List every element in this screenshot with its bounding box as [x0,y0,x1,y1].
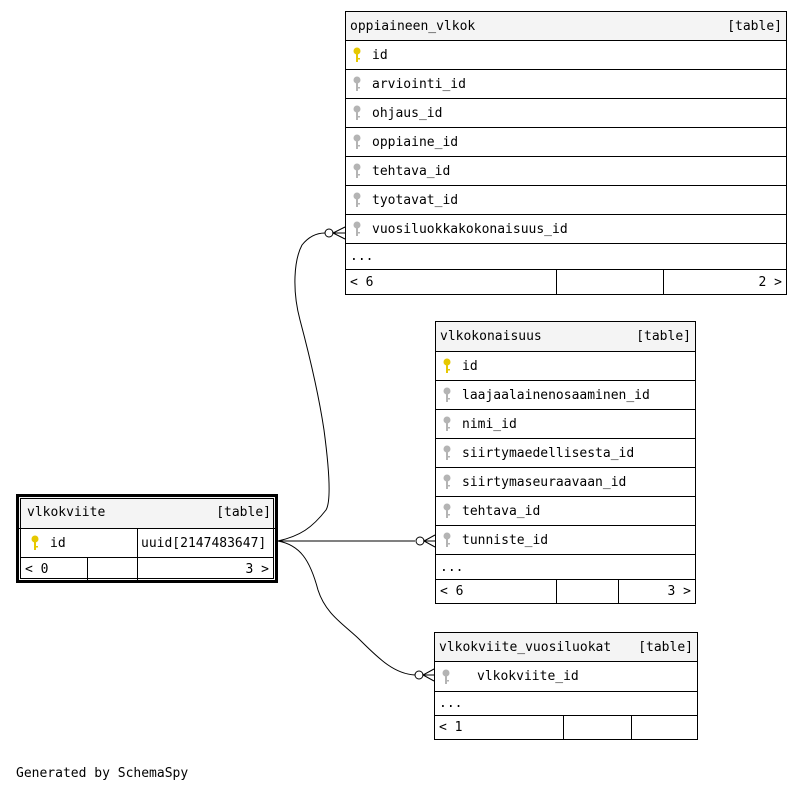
table-name: vlkokviite_vuosiluokat [439,639,612,655]
parents-count[interactable]: < 1 [439,720,463,735]
foreign-key-icon [443,532,451,547]
children-count[interactable]: 3 > [137,558,273,580]
column-row-nimi-id[interactable]: nimi_id [436,410,695,439]
foreign-key-icon [353,221,361,236]
column-name: tunniste_id [462,532,549,548]
more-columns: ... [346,244,786,270]
foreign-key-icon [353,163,361,178]
children-count [631,716,697,739]
rows-count [563,716,631,739]
more-columns: ... [436,555,695,580]
column-name: siirtymaedellisesta_id [462,445,635,461]
children-count[interactable]: 3 > [618,580,695,603]
column-row-arviointi-id[interactable]: arviointi_id [346,70,786,99]
column-name: id [372,47,388,63]
more-columns: ... [435,692,697,716]
foreign-key-icon [353,192,361,207]
column-row-id[interactable]: id [346,41,786,70]
table-footer: < 6 3 > [436,580,695,603]
primary-key-icon [353,47,361,62]
column-row-id[interactable]: id [436,352,695,381]
column-name: siirtymaseuraavaan_id [462,474,627,490]
column-name: laajaalainenosaaminen_id [462,387,650,403]
column-name: id [462,358,478,374]
column-name: vuosiluokkakokonaisuus_id [372,221,568,237]
rows-count [556,580,618,603]
table-name: oppiaineen_vlkok [350,18,476,34]
column-row-tehtava-id[interactable]: tehtava_id [436,497,695,526]
column-row-id[interactable]: id uuid[2147483647] [21,529,273,558]
column-name: nimi_id [462,416,517,432]
foreign-key-icon [443,387,451,402]
parents-count[interactable]: < 0 [25,561,49,577]
table-vlkokonaisuus[interactable]: vlkokonaisuus [table] id laajaalainenosa… [435,321,696,604]
column-name: arviointi_id [372,76,466,92]
column-name: oppiaine_id [372,134,459,150]
foreign-key-icon [353,105,361,120]
table-kind: [table] [636,329,691,344]
table-kind: [table] [638,639,693,655]
table-header: vlkokviite [table] [19,497,275,529]
table-header: vlkokviite_vuosiluokat [table] [435,633,697,662]
column-row-vlkokviite-id[interactable]: vlkokviite_id [435,662,697,692]
parents-count[interactable]: < 6 [350,274,374,290]
parents-count[interactable]: < 6 [440,584,464,599]
column-row-siirtymaedellisesta-id[interactable]: siirtymaedellisesta_id [436,439,695,468]
column-row-tehtava-id[interactable]: tehtava_id [346,157,786,186]
table-name: vlkokonaisuus [440,329,542,344]
column-name: tehtava_id [462,503,541,519]
table-kind: [table] [216,505,271,520]
column-row-oppiaine-id[interactable]: oppiaine_id [346,128,786,157]
table-header: vlkokonaisuus [table] [436,322,695,352]
column-type: uuid[2147483647] [137,529,273,557]
foreign-key-icon [442,669,450,684]
foreign-key-icon [443,445,451,460]
table-footer: < 0 3 > [21,558,273,580]
column-row-siirtymaseuraavaan-id[interactable]: siirtymaseuraavaan_id [436,468,695,497]
column-row-vuosiluokkakokonaisuus-id[interactable]: vuosiluokkakokonaisuus_id [346,215,786,244]
column-row-laajaalainenosaaminen-id[interactable]: laajaalainenosaaminen_id [436,381,695,410]
rows-count [556,270,663,294]
table-footer: < 1 [435,716,697,739]
column-name: ohjaus_id [372,105,443,121]
column-name: vlkokviite_id [477,669,579,684]
primary-key-icon [443,358,451,373]
column-name: tehtava_id [372,163,451,179]
column-row-tunniste-id[interactable]: tunniste_id [436,526,695,555]
primary-key-icon [31,535,39,550]
table-footer: < 6 2 > [346,270,786,294]
foreign-key-icon [443,416,451,431]
foreign-key-icon [353,76,361,91]
foreign-key-icon [443,474,451,489]
link-vlkokviite-to-vuosiluokat [277,540,416,676]
link-vlkokviite-to-oppiaineen-vlkok [277,232,330,542]
column-row-ohjaus-id[interactable]: ohjaus_id [346,99,786,128]
table-vlkokviite[interactable]: vlkokviite [table] id uuid[2147483647] <… [16,494,278,583]
table-header: oppiaineen_vlkok [table] [346,12,786,41]
foreign-key-icon [353,134,361,149]
generated-by-note: Generated by SchemaSpy [16,766,189,781]
children-count[interactable]: 2 > [663,270,786,294]
table-kind: [table] [727,18,782,34]
column-name: id [50,535,66,551]
table-oppiaineen-vlkok[interactable]: oppiaineen_vlkok [table] id arviointi_id… [345,11,787,295]
column-row-tyotavat-id[interactable]: tyotavat_id [346,186,786,215]
column-name: tyotavat_id [372,192,459,208]
table-name: vlkokviite [27,505,106,520]
rows-count [87,558,137,580]
table-vlkokviite-vuosiluokat[interactable]: vlkokviite_vuosiluokat [table] vlkokviit… [434,632,698,740]
foreign-key-icon [443,503,451,518]
